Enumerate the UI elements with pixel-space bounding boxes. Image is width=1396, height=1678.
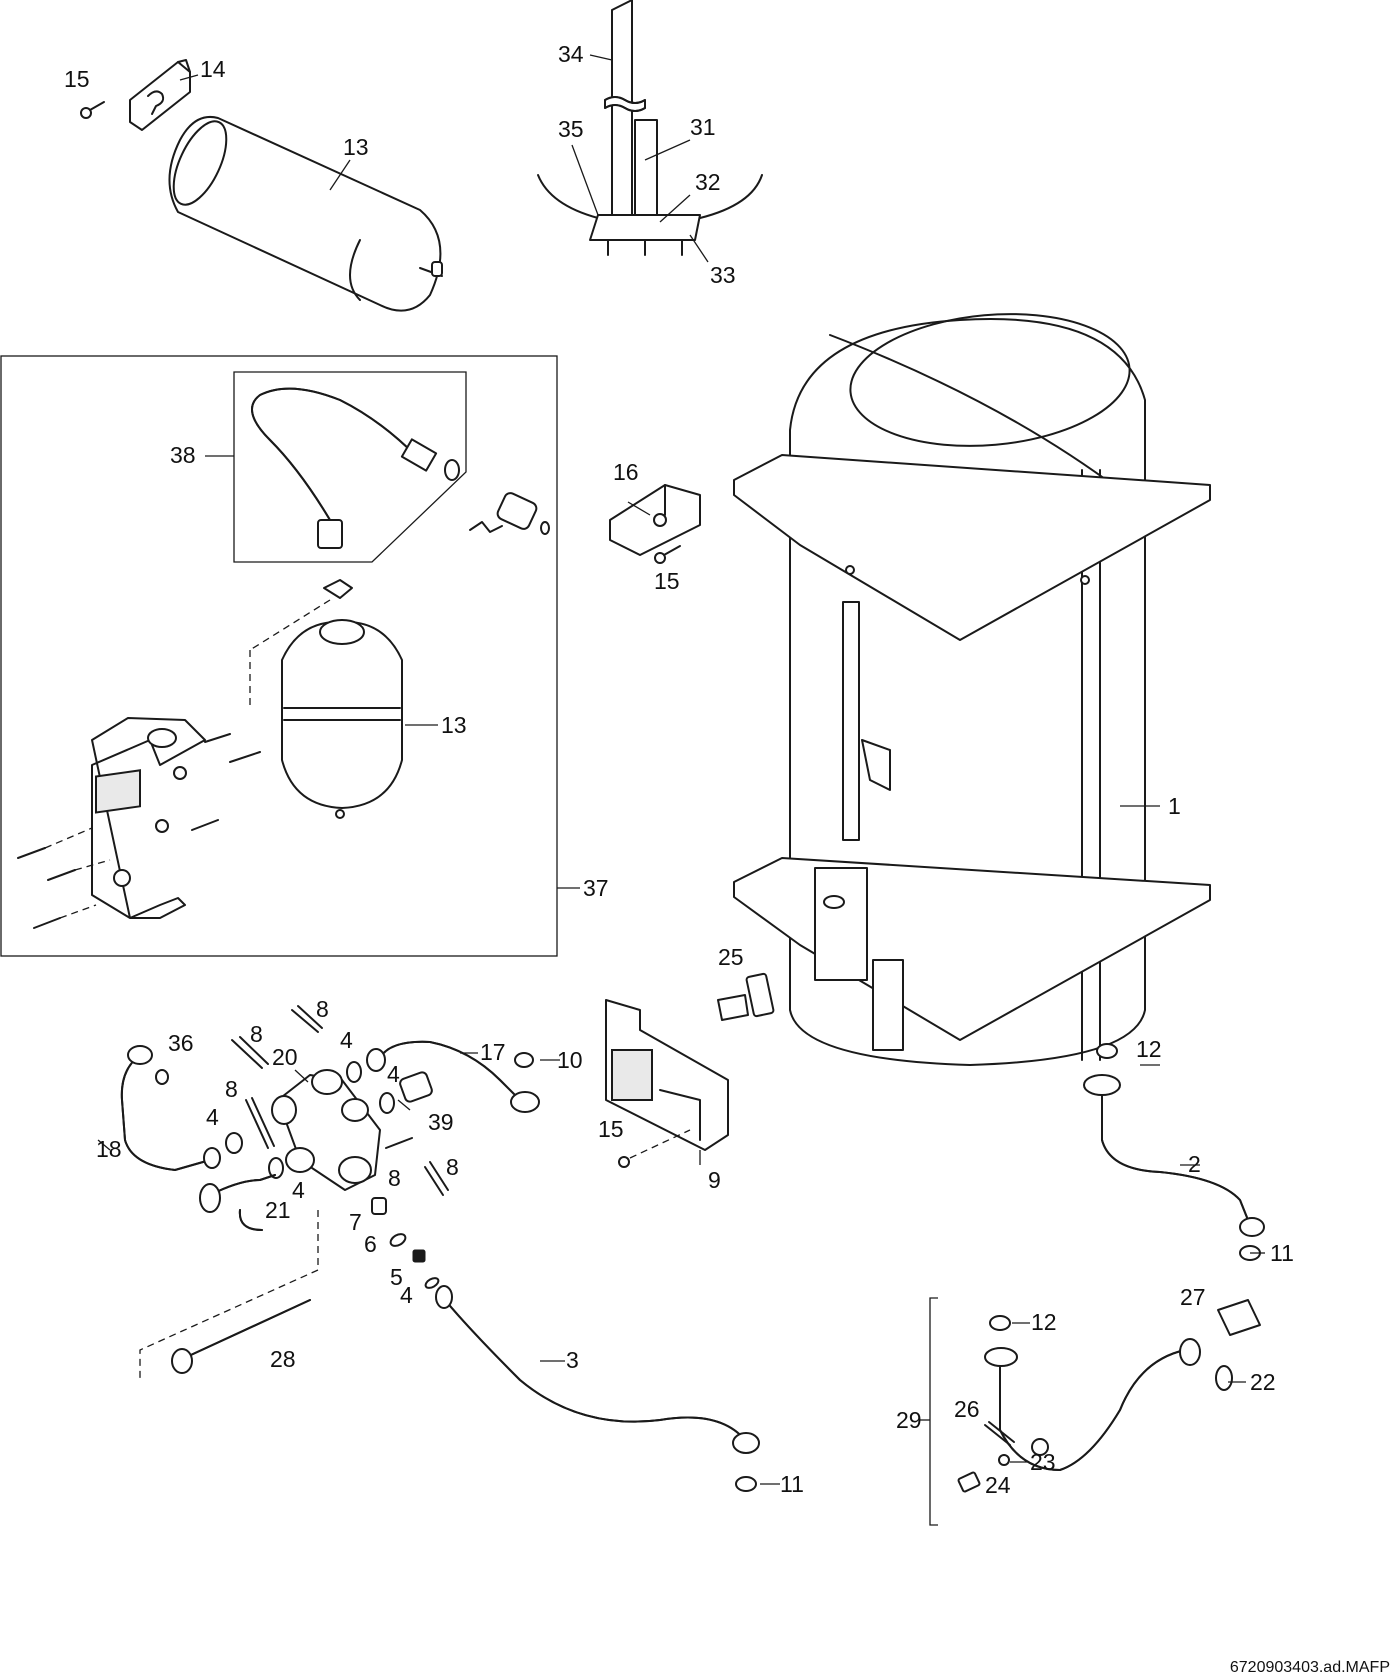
- callout-23: 23: [1030, 1449, 1056, 1475]
- part-17-pipe: [366, 1040, 540, 1113]
- callout-10: 10: [557, 1047, 583, 1073]
- callout-5: 5: [390, 1264, 403, 1290]
- callout-38: 38: [170, 442, 196, 468]
- callout-labels: 1 2 3 4 4 4 4 4 5 6 7 8 8 8 8 8 9 10 11 …: [64, 41, 1294, 1498]
- part-27-clamp: [1217, 1299, 1261, 1336]
- part-37-mounting-screws: [17, 733, 261, 929]
- callout-1: 1: [1168, 793, 1181, 819]
- callout-11a: 11: [780, 1471, 804, 1497]
- document-reference: 6720903403.ad.MAFP: [1230, 1659, 1390, 1676]
- part-1-water-heater-tank: [733, 313, 1211, 1066]
- part-4-oring-c: [379, 1092, 395, 1114]
- part-5-6-7-small-parts: [371, 1197, 440, 1289]
- part-12-washer-a: [1096, 1043, 1118, 1059]
- part-21-inlet: [199, 1174, 276, 1231]
- callout-4e: 4: [400, 1282, 413, 1308]
- callout-33: 33: [710, 262, 736, 288]
- callout-8b: 8: [250, 1021, 263, 1047]
- part-18-pipe: [120, 1045, 221, 1171]
- part-29-pipe: [984, 1338, 1201, 1471]
- part-34-flue-pipe: [604, 0, 646, 233]
- callout-13b: 13: [441, 712, 467, 738]
- callout-15c: 15: [598, 1116, 624, 1142]
- part-13-expansion-cylinder: [168, 116, 443, 312]
- part-28-flex-hose: [171, 1299, 311, 1374]
- part-28-guide: [139, 1210, 319, 1380]
- part-10-washer: [514, 1052, 534, 1068]
- callout-8c: 8: [225, 1076, 238, 1102]
- callout-14: 14: [200, 56, 226, 82]
- part-23-washer: [998, 1454, 1010, 1466]
- part-15-screw-b: [654, 545, 681, 564]
- kit-38-subframe: [233, 371, 467, 563]
- callout-15b: 15: [654, 568, 680, 594]
- callout-4b: 4: [387, 1061, 400, 1087]
- callout-6: 6: [364, 1231, 377, 1257]
- callout-9: 9: [708, 1167, 721, 1193]
- part-36-washer: [155, 1069, 169, 1085]
- callout-16: 16: [613, 459, 639, 485]
- callout-32: 32: [695, 169, 721, 195]
- callout-35: 35: [558, 116, 584, 142]
- part-9-control-box: [605, 999, 729, 1151]
- callout-31: 31: [690, 114, 716, 140]
- part-12-washer-b: [989, 1315, 1011, 1331]
- kit-37-frame: [0, 355, 558, 957]
- leader-lines: [97, 54, 1265, 1485]
- part-20-valve-block: [271, 1069, 381, 1191]
- part-2-pipe: [1083, 1074, 1265, 1237]
- callout-24: 24: [985, 1472, 1011, 1498]
- callout-21: 21: [265, 1197, 291, 1223]
- callout-11b: 11: [1270, 1240, 1294, 1266]
- callout-20: 20: [272, 1044, 298, 1070]
- part-15-screw: [80, 101, 105, 119]
- callout-27: 27: [1180, 1284, 1206, 1310]
- callout-36: 36: [168, 1030, 194, 1056]
- part-24-plug: [957, 1471, 981, 1493]
- callout-8a: 8: [316, 996, 329, 1022]
- part-33-35-flue-base: [537, 174, 763, 256]
- callout-37: 37: [583, 875, 609, 901]
- callout-15a: 15: [64, 66, 90, 92]
- part-25-clip: [717, 972, 775, 1021]
- callout-8e: 8: [446, 1154, 459, 1180]
- callout-26: 26: [954, 1396, 980, 1422]
- part-16-bracket: [609, 484, 701, 556]
- callout-8d: 8: [388, 1165, 401, 1191]
- callout-39: 39: [428, 1109, 454, 1135]
- callout-17: 17: [480, 1039, 506, 1065]
- part-4-oring-d: [268, 1157, 284, 1179]
- callout-28: 28: [270, 1346, 296, 1372]
- part-11-washer-a: [735, 1476, 757, 1492]
- callout-4a: 4: [340, 1027, 353, 1053]
- part-3-pipe: [435, 1285, 760, 1454]
- part-26-clip: [984, 1421, 1015, 1446]
- callout-4d: 4: [292, 1177, 305, 1203]
- callout-3: 3: [566, 1347, 579, 1373]
- callout-13a: 13: [343, 134, 369, 160]
- callout-18: 18: [96, 1136, 122, 1162]
- part-14-bracket: [129, 59, 191, 131]
- callout-2: 2: [1188, 1151, 1201, 1177]
- callout-7: 7: [349, 1209, 362, 1235]
- part-8-clips: [231, 1005, 449, 1196]
- callout-34: 34: [558, 41, 584, 67]
- part-39-connector: [399, 1071, 433, 1103]
- callout-12a: 12: [1136, 1036, 1162, 1062]
- callout-22: 22: [1250, 1369, 1276, 1395]
- part-13-expansion-vessel: [281, 579, 403, 819]
- part-4-oring-b: [346, 1061, 362, 1083]
- callout-12b: 12: [1031, 1309, 1057, 1335]
- part-37-wall-bracket: [91, 717, 206, 919]
- part-38-flexible-hose: [251, 387, 550, 549]
- callout-25: 25: [718, 944, 744, 970]
- group-29-bracket: [929, 1297, 938, 1526]
- callout-4c: 4: [206, 1104, 219, 1130]
- part-22-washer: [1215, 1365, 1233, 1391]
- part-15-screw-c: [618, 1129, 691, 1168]
- part-4-oring-a: [225, 1132, 243, 1154]
- callout-29: 29: [896, 1407, 922, 1433]
